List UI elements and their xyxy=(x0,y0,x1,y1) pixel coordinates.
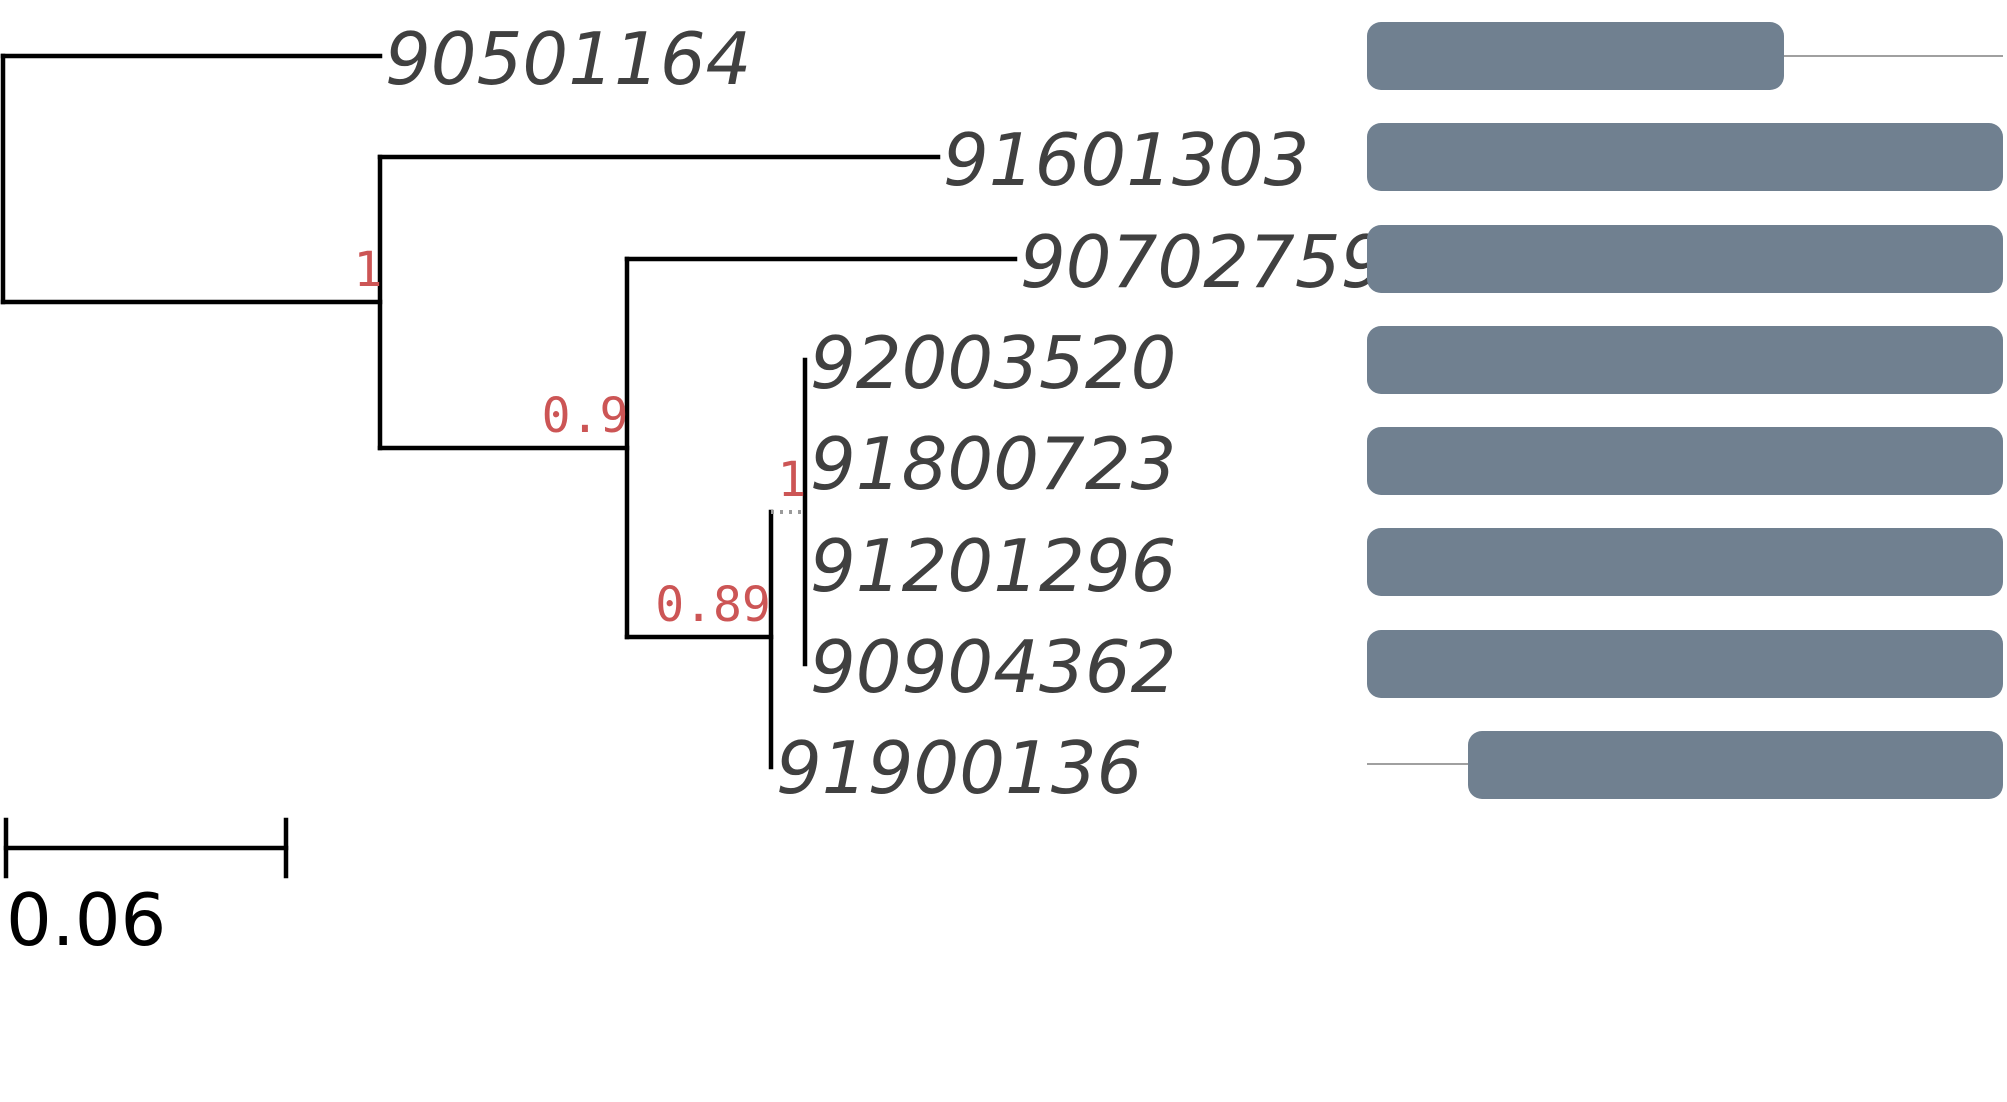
leaf-label-2: 91601303 xyxy=(943,118,1309,202)
tree-branches xyxy=(0,53,1018,770)
domain-box-2 xyxy=(1367,123,2003,191)
leaf-label-7: 90904362 xyxy=(810,625,1176,709)
scale-bar-label: 0.06 xyxy=(6,878,166,962)
domain-box-6 xyxy=(1367,528,2003,596)
leaf-label-8: 91900136 xyxy=(776,726,1142,810)
support-clade-3-8: 0.9 xyxy=(542,388,629,444)
leaf-label-4: 92003520 xyxy=(810,321,1176,405)
support-values: 1 0.9 0.89 1 xyxy=(354,242,807,633)
domain-box-7 xyxy=(1367,630,2003,698)
domain-box-4 xyxy=(1367,326,2003,394)
domain-box-8 xyxy=(1468,731,2003,799)
domain-panel xyxy=(1367,22,2003,799)
leaf-label-5: 91800723 xyxy=(810,422,1176,506)
support-clade-4-8: 0.89 xyxy=(655,577,771,633)
leaf-label-1: 90501164 xyxy=(385,17,751,101)
support-clade-2-8: 1 xyxy=(354,242,383,298)
leaf-label-6: 91201296 xyxy=(810,524,1176,608)
support-clade-4-7: 1 xyxy=(778,452,807,508)
domain-box-3 xyxy=(1367,225,2003,293)
domain-box-1 xyxy=(1367,22,1784,90)
leaf-labels: 90501164 91601303 90702759 92003520 9180… xyxy=(385,17,1386,810)
leaf-label-3: 90702759 xyxy=(1020,220,1386,304)
scale-bar: 0.06 xyxy=(3,817,289,962)
domain-box-5 xyxy=(1367,427,2003,495)
